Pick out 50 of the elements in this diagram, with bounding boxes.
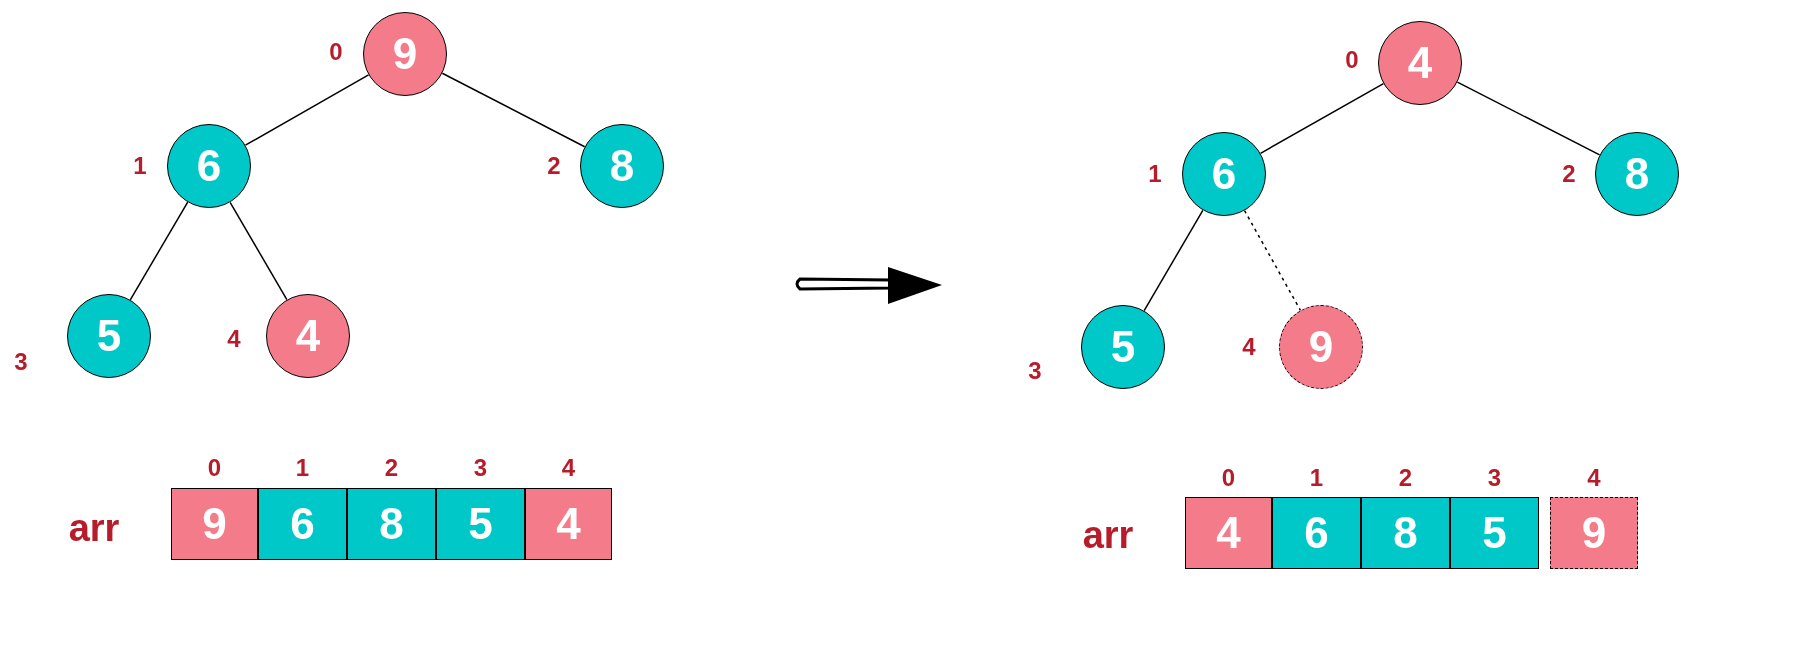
tree-edge [129, 201, 189, 301]
index-label: 1 [1309, 464, 1324, 492]
heap-node-circle: 5 [1081, 305, 1165, 389]
array-cell: 9 [1550, 497, 1638, 569]
array-cell: 4 [525, 488, 612, 560]
heap-node-circle: 6 [167, 124, 251, 208]
index-label: 2 [384, 454, 399, 482]
index-label: 0 [329, 38, 343, 66]
index-label: 2 [1398, 464, 1413, 492]
index-label: 4 [561, 454, 576, 482]
array-cell: 6 [258, 488, 347, 560]
index-label: 4 [1242, 333, 1256, 361]
heap-node-circle: 4 [1378, 21, 1462, 105]
heap-node-circle: 9 [363, 12, 447, 96]
index-label: 3 [1487, 464, 1502, 492]
array-cell: 5 [1450, 497, 1539, 569]
heap-node-circle: 8 [580, 124, 664, 208]
index-label: 4 [227, 325, 241, 353]
array-name-label: arr [68, 506, 120, 550]
heap-node-circle: 6 [1182, 132, 1266, 216]
index-label: 3 [473, 454, 488, 482]
array-cell: 8 [347, 488, 436, 560]
array-cell: 9 [171, 488, 258, 560]
index-label: 3 [14, 348, 28, 376]
index-label: 0 [1345, 46, 1359, 74]
index-label: 2 [547, 152, 561, 180]
tree-edge [229, 201, 288, 301]
index-label: 0 [1221, 464, 1236, 492]
array-cell: 6 [1272, 497, 1361, 569]
heap-node-circle: 5 [67, 294, 151, 378]
index-label: 1 [1148, 160, 1162, 188]
array-cell: 8 [1361, 497, 1450, 569]
array-cell: 5 [436, 488, 525, 560]
index-label: 1 [133, 152, 147, 180]
dashed-tree-edge [1243, 209, 1302, 312]
index-label: 3 [1028, 357, 1042, 385]
array-cell: 4 [1185, 497, 1272, 569]
tree-edge [1259, 82, 1385, 155]
index-label: 1 [295, 454, 310, 482]
heap-node-circle: 9 [1279, 305, 1363, 389]
tree-edge [1143, 209, 1204, 312]
heap-node-circle: 8 [1595, 132, 1679, 216]
tree-edge [1456, 81, 1601, 156]
heap-node-circle: 4 [266, 294, 350, 378]
array-name-label: arr [1082, 513, 1134, 557]
index-label: 0 [207, 454, 222, 482]
index-label: 2 [1562, 160, 1576, 188]
index-label: 4 [1587, 464, 1601, 492]
tree-edge [441, 72, 586, 148]
tree-edge [244, 74, 370, 146]
